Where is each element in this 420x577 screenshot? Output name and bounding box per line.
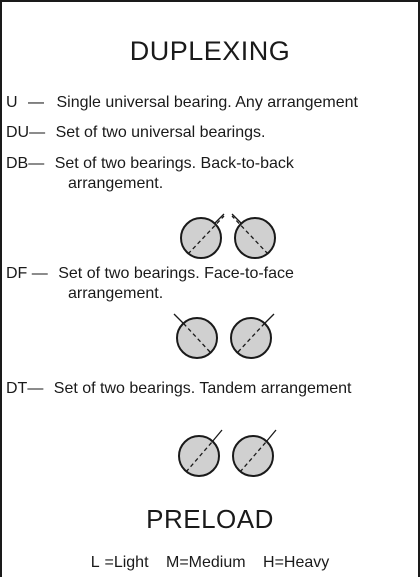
face-to-face-diagram xyxy=(173,306,275,362)
preload-heading: PRELOAD xyxy=(146,504,274,534)
entry-dash: — xyxy=(27,265,48,282)
entry-du: DU— Set of two universal bearings. xyxy=(6,123,265,143)
tandem-diagram xyxy=(176,422,277,478)
entry-code: DF xyxy=(6,265,28,282)
entry-text: Set of two bearings. Tandem arrangement xyxy=(53,380,352,397)
entry-code: DT xyxy=(6,380,28,397)
duplexing-heading: DUPLEXING xyxy=(129,36,291,66)
preload-medium: M=Medium xyxy=(165,554,246,571)
entry-dash: — xyxy=(27,380,44,397)
bearing-ring-icon xyxy=(178,429,223,477)
entry-text: Single universal bearing. Any arrangemen… xyxy=(56,94,358,111)
entry-text-continued: arrangement. xyxy=(68,285,164,302)
entry-code: U xyxy=(6,94,18,111)
bearing-ring-icon xyxy=(230,313,275,359)
back-to-back-diagram xyxy=(178,206,278,262)
entry-dt: DT— Set of two bearings. Tandem arrangem… xyxy=(6,379,351,399)
entry-text-continued: arrangement. xyxy=(68,175,164,192)
entry-code: DB xyxy=(6,155,29,172)
entry-code: DU xyxy=(6,124,30,141)
entry-dash: — xyxy=(29,124,46,141)
bearing-ring-icon xyxy=(180,213,225,259)
entry-text: Set of two bearings. Face-to-face xyxy=(58,265,294,282)
bearing-ring-icon xyxy=(232,429,277,477)
entry-dash: — xyxy=(28,155,45,172)
entry-dash: — xyxy=(23,94,45,111)
entry-df: DF — Set of two bearings. Face-to-face a… xyxy=(6,264,294,302)
preload-legend: L =Light M=Medium H=Heavy xyxy=(2,554,418,572)
preload-light: L =Light xyxy=(90,554,149,571)
entry-u: U — Single universal bearing. Any arrang… xyxy=(6,93,358,113)
bearing-ring-icon xyxy=(231,213,276,259)
bearing-ring-icon xyxy=(173,313,218,359)
entry-text: Set of two bearings. Back-to-back xyxy=(54,155,294,172)
entry-db: DB— Set of two bearings. Back-to-back ar… xyxy=(6,154,294,192)
preload-heavy: H=Heavy xyxy=(263,554,330,571)
entry-text: Set of two universal bearings. xyxy=(55,124,266,141)
